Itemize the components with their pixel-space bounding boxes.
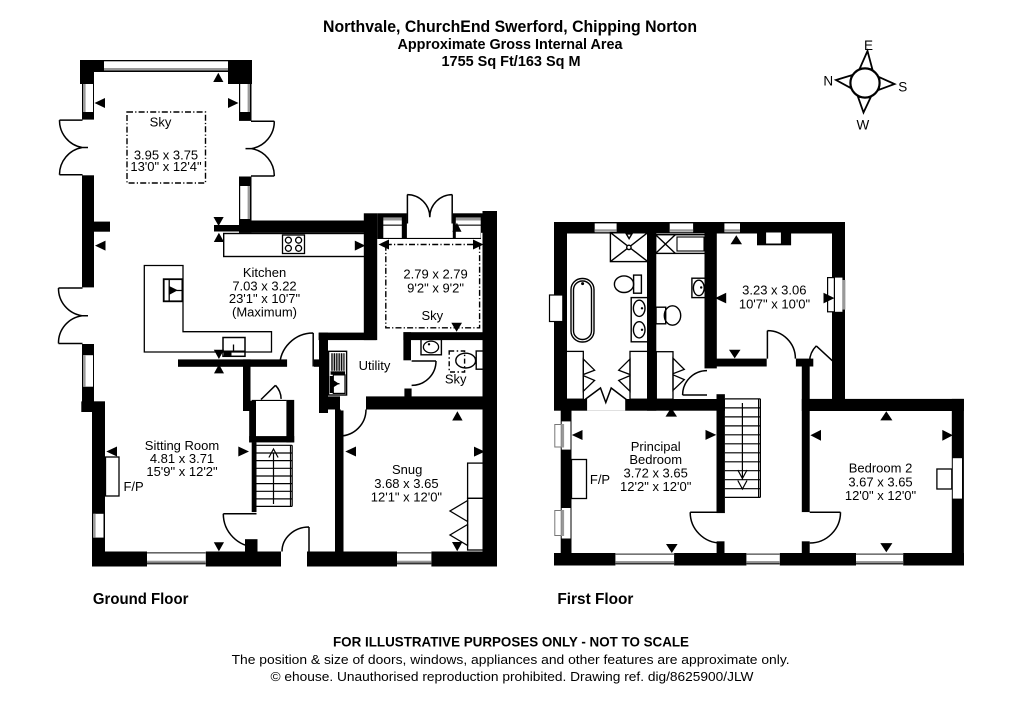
svg-text:W: W <box>857 117 870 132</box>
svg-text:2.79 x 2.79: 2.79 x 2.79 <box>403 266 467 281</box>
svg-text:12'2" x 12'0": 12'2" x 12'0" <box>620 479 692 494</box>
svg-text:12'1" x 12'0": 12'1" x 12'0" <box>371 490 443 505</box>
svg-text:N: N <box>823 74 833 89</box>
svg-text:Principal: Principal <box>631 439 681 454</box>
svg-text:Bedroom: Bedroom <box>629 452 682 467</box>
svg-text:1755 Sq Ft/163 Sq M: 1755 Sq Ft/163 Sq M <box>442 54 581 70</box>
svg-text:E: E <box>864 38 873 53</box>
svg-text:Sky: Sky <box>150 115 172 130</box>
svg-text:Sky: Sky <box>421 308 443 323</box>
svg-text:© ehouse. Unauthorised reprodu: © ehouse. Unauthorised reproduction proh… <box>271 669 754 684</box>
svg-text:Northvale, ChurchEnd Swerford,: Northvale, ChurchEnd Swerford, Chipping … <box>323 17 697 36</box>
svg-text:F/P: F/P <box>590 472 610 487</box>
svg-text:15'9" x 12'2": 15'9" x 12'2" <box>146 464 218 479</box>
svg-text:3.67 x 3.65: 3.67 x 3.65 <box>848 475 912 490</box>
svg-text:10'7" x 10'0": 10'7" x 10'0" <box>739 297 811 312</box>
svg-text:3.72 x 3.65: 3.72 x 3.65 <box>624 466 688 481</box>
svg-text:Approximate Gross Internal Are: Approximate Gross Internal Area <box>398 37 624 53</box>
svg-text:3.95 x 3.75: 3.95 x 3.75 <box>134 147 198 162</box>
svg-text:(Maximum): (Maximum) <box>232 305 297 320</box>
svg-text:S: S <box>898 80 907 95</box>
svg-text:3.23 x 3.06: 3.23 x 3.06 <box>742 283 806 298</box>
svg-text:Sitting Room: Sitting Room <box>145 438 219 453</box>
svg-text:First Floor: First Floor <box>557 591 633 608</box>
svg-text:The position & size of doors,: The position & size of doors, windows, a… <box>232 652 790 667</box>
svg-text:13'0" x 12'4": 13'0" x 12'4" <box>130 159 202 174</box>
svg-text:3.68 x 3.65: 3.68 x 3.65 <box>374 476 438 491</box>
svg-text:Bedroom 2: Bedroom 2 <box>849 461 913 476</box>
svg-text:Sky: Sky <box>445 372 467 387</box>
svg-text:F/P: F/P <box>123 479 143 494</box>
svg-text:9'2" x 9'2": 9'2" x 9'2" <box>407 280 464 295</box>
svg-text:4.81 x 3.71: 4.81 x 3.71 <box>150 451 214 466</box>
svg-text:Snug: Snug <box>392 462 422 477</box>
svg-text:FOR ILLUSTRATIVE PURPOSES ONLY: FOR ILLUSTRATIVE PURPOSES ONLY - NOT TO … <box>333 633 689 649</box>
svg-text:Utility: Utility <box>359 358 391 373</box>
svg-text:23'1" x 10'7": 23'1" x 10'7" <box>229 291 301 306</box>
svg-text:7.03 x 3.22: 7.03 x 3.22 <box>232 279 296 294</box>
svg-text:12'0" x 12'0": 12'0" x 12'0" <box>845 488 917 503</box>
svg-text:Kitchen: Kitchen <box>243 265 286 280</box>
svg-text:Ground Floor: Ground Floor <box>93 591 188 608</box>
